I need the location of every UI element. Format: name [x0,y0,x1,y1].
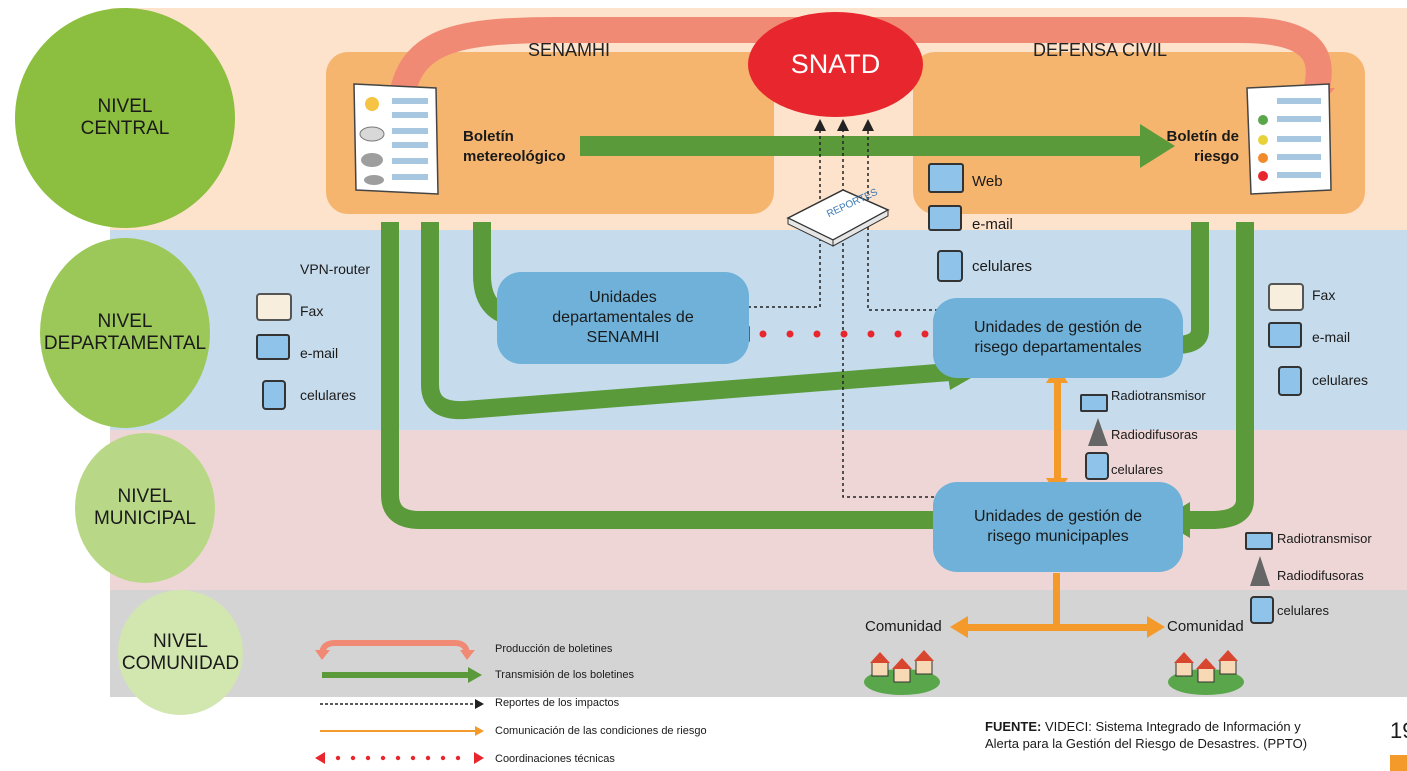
level-central: NIVEL CENTRAL [15,8,235,228]
celulares-label: celulares [1111,462,1164,477]
celulares-label: celulares [1312,372,1369,388]
radio-transmitter-icon [1245,532,1273,550]
unidades-gestion-muni-box: Unidades de gestión de risego municipapl… [933,482,1183,572]
green-to-muni-units [381,222,955,529]
level-departamental: NIVEL DEPARTAMENTAL [40,238,210,428]
legend-report-label: Reportes de los impactos [495,697,620,709]
celulares-label: celulares [972,258,1033,275]
orange-down [1053,573,1060,628]
legend-coordination-swatch [315,752,484,764]
snatd-node: SNATD [748,12,923,117]
reports-stack-icon [783,178,893,248]
antenna-icon [1088,418,1108,446]
production-arc [387,17,1332,121]
comunidad-left-label: Comunidad [865,618,942,635]
weather-bulletin-icon [350,80,442,198]
report-line-dept [862,119,968,311]
comunidad-right-label: Comunidad [1167,618,1244,635]
web-icon [928,163,964,193]
cellphone-icon [1250,596,1274,624]
cellphone-icon [1085,452,1109,480]
source-text: VIDECI: Sistema Integrado de Información… [985,719,1308,751]
level-comunidad: NIVEL COMUNIDAD [118,590,243,715]
boletin-riesgo-label: Boletín de riesgo [1166,128,1239,165]
green-bolet-head [1140,124,1175,168]
departamental-band [110,230,1407,430]
village-icon [1166,640,1246,696]
legend-coordination-label: Coordinaciones técnicas [495,753,615,765]
village-icon [862,640,942,696]
cellphone-icon [1278,366,1302,396]
email-icon [256,334,290,360]
radio-transmitter-icon [1080,394,1108,412]
fax-label: Fax [300,303,324,319]
legend-production-swatch [319,640,470,656]
legend-transmission-label: Transmisión de los boletines [495,669,634,681]
green-to-dept-units [421,222,951,420]
page-marker [1390,755,1407,771]
green-bolet-shaft [580,136,1140,156]
municipal-band [110,430,1407,590]
snatd-label: SNATD [790,49,881,79]
antenna-icon [1250,556,1270,586]
green-right-muni [1185,222,1254,529]
email-label: e-mail [300,345,339,361]
radiodifusoras-label: Radiodifusoras [1277,568,1364,583]
report-line-senamhi [730,119,826,308]
celulares-label: celulares [300,387,357,403]
senamhi-title: SENAMHI [528,40,611,60]
email-label: e-mail [1312,329,1351,345]
legend-communication-label: Comunicación de las condiciones de riesg… [495,725,707,737]
orange-vertical-link [1054,380,1061,480]
legend-transmission-swatch [322,672,470,678]
boletin-meteo-label: Boletín metereológico [463,128,566,165]
email-icon [928,205,962,231]
fax-label: Fax [1312,287,1336,303]
coordination-dots [759,330,929,338]
report-line-muni [837,119,970,498]
risk-bulletin-icon [1243,80,1335,198]
legend-production-label: Producción de boletines [495,643,613,655]
email-icon [1268,322,1302,348]
cellphone-icon [937,250,963,282]
radiotransmisor-label: Radiotransmisor [1111,388,1206,403]
orange-horizontal [965,624,1150,631]
email-label: e-mail [972,216,1013,233]
unidades-senamhi-box: Unidades departamentales de SENAMHI [497,272,749,364]
vpn-label: VPN-router [300,261,371,277]
cellphone-icon [262,380,286,410]
fax-icon [1268,283,1304,311]
unidades-gestion-dept-box: Unidades de gestión de risego departamen… [933,298,1183,378]
celulares-label: celulares [1277,603,1330,618]
web-label: Web [972,173,1003,190]
source-label: FUENTE: [985,719,1042,734]
defensa-title: DEFENSA CIVIL [1033,40,1168,60]
page-number: 19 [1390,718,1407,743]
radiodifusoras-label: Radiodifusoras [1111,427,1198,442]
level-municipal: NIVEL MUNICIPAL [75,433,215,583]
source-note: FUENTE: VIDECI: Sistema Integrado de Inf… [985,718,1380,752]
fax-icon [256,293,292,321]
radiotransmisor-label: Radiotransmisor [1277,531,1372,546]
